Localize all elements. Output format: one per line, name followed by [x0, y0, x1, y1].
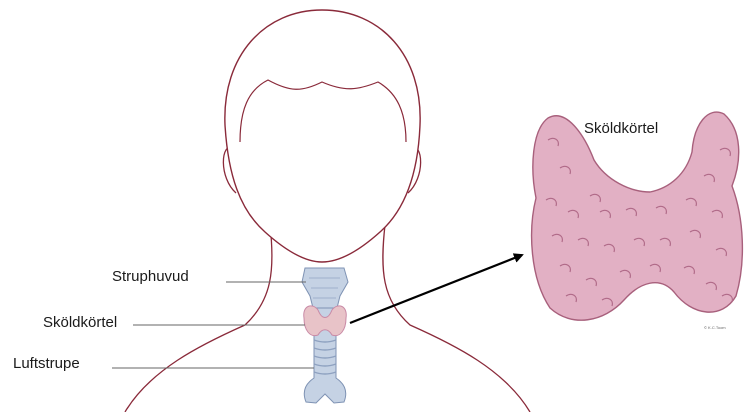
label-trachea: Luftstrupe: [13, 355, 80, 372]
label-thyroid-gland: Sköldkörtel: [43, 314, 117, 331]
right-shoulder-outline: [383, 225, 530, 412]
head-outline: [225, 10, 420, 262]
left-shoulder-outline: [125, 225, 272, 412]
thyroid-enlarged-shape: [532, 112, 743, 320]
zoom-arrow: [350, 255, 522, 323]
label-zoom-thyroid: Sköldkörtel: [584, 120, 658, 137]
illustration-credit: © K.C.Toom: [704, 325, 726, 330]
label-larynx: Struphuvud: [112, 268, 189, 285]
